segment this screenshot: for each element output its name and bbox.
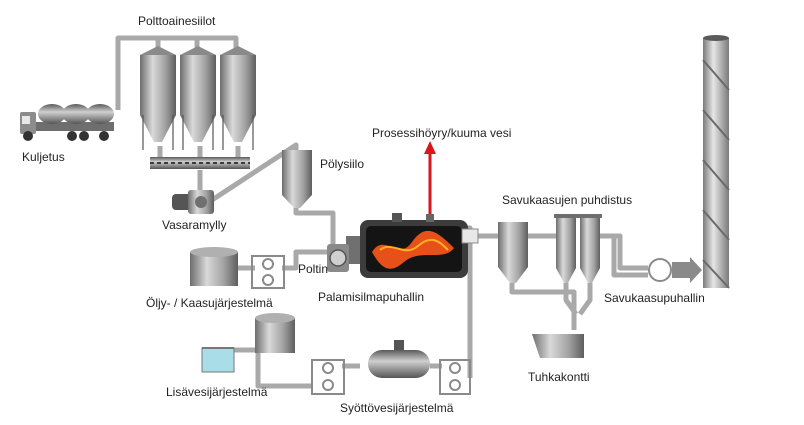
label-prosessihoyry: Prosessihöyry/kuuma vesi — [372, 126, 512, 140]
pump-icon — [251, 255, 285, 289]
label-savukaasupuhallin: Savukaasupuhallin — [604, 291, 705, 305]
feedwater-tank-icon — [368, 340, 430, 378]
water-basin-icon — [201, 347, 235, 373]
hammer-mill-icon — [172, 190, 214, 214]
combustion-fan-icon — [327, 244, 349, 272]
label-polttoainesiilot: Polttoainesiilot — [138, 14, 216, 28]
cyclone-icon — [498, 222, 528, 283]
pipe-network — [115, 35, 648, 389]
ash-container-icon — [532, 334, 584, 358]
truck-icon — [20, 104, 114, 141]
burner-icon — [346, 236, 360, 264]
label-oljy-kaasujarjestelma: Öljy- / Kaasujärjestelmä — [146, 296, 273, 310]
pump-icon — [311, 359, 345, 395]
steam-arrow-icon — [424, 141, 436, 214]
pump-icon — [439, 359, 471, 395]
screw-conveyor-icon — [150, 157, 250, 169]
dust-silo-icon — [282, 150, 312, 208]
label-kuljetus: Kuljetus — [22, 150, 65, 164]
label-poltin: Poltin — [298, 262, 329, 276]
boiler-icon — [360, 213, 479, 278]
flue-gas-fan-icon — [648, 257, 702, 283]
fuel-silos-icon — [140, 46, 256, 150]
make-up-water-tank-icon — [255, 313, 295, 353]
label-tuhkakontti: Tuhkakontti — [528, 370, 590, 384]
label-polysiilo: Pölysiilo — [320, 157, 365, 171]
label-lisavesijarjestelma: Lisävesijärjestelmä — [166, 385, 268, 399]
filter-icon — [554, 214, 602, 283]
chimney-icon — [702, 35, 730, 289]
label-palamisilmapuhallin: Palamisilmapuhallin — [318, 290, 425, 304]
label-vasaramylly: Vasaramylly — [162, 218, 227, 232]
label-syottovesijarjestelma: Syöttövesijärjestelmä — [340, 401, 454, 415]
label-savukaasujen-puhdistus: Savukaasujen puhdistus — [502, 193, 633, 207]
oil-gas-tank-icon — [190, 247, 238, 286]
